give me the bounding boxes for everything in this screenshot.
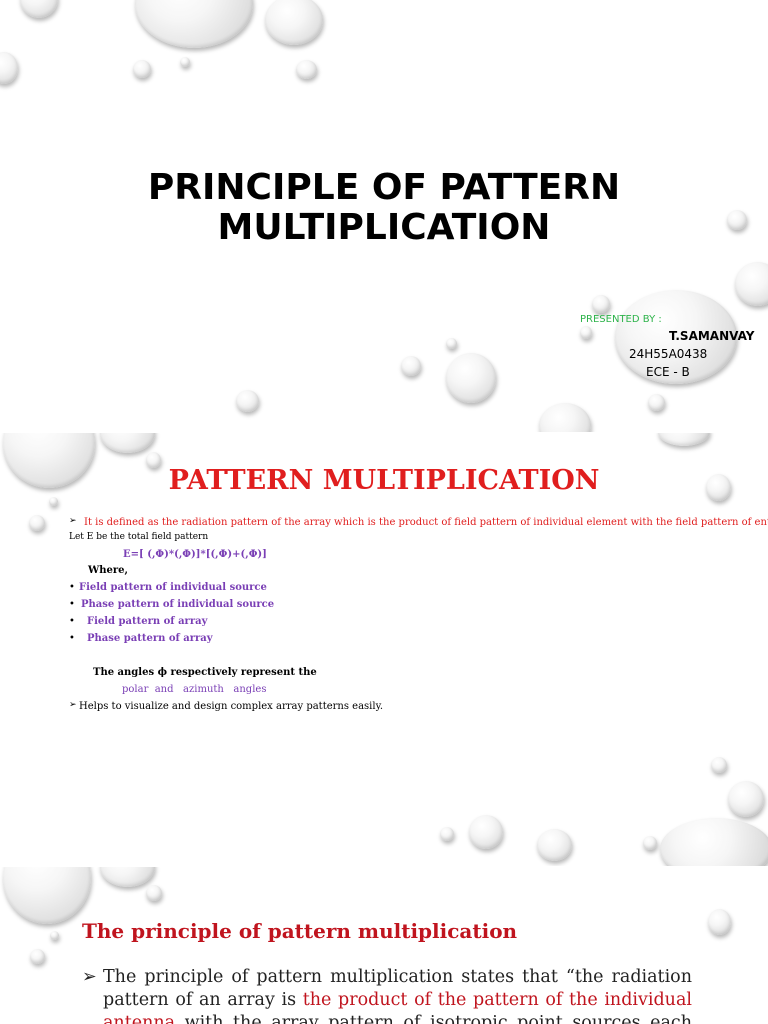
water-drop [643,836,657,850]
list-bullet: • [69,633,75,644]
water-drop [706,474,731,501]
helps-text: Helps to visualize and design complex ar… [79,701,384,712]
water-drop [146,885,162,901]
water-drop [580,326,592,339]
water-drop [728,781,764,817]
water-drop [708,909,731,935]
title-slide: PRINCIPLE OF PATTERN MULTIPLICATION PRES… [0,0,768,432]
list-bullet: • [69,582,75,593]
page-title: PRINCIPLE OF PATTERN MULTIPLICATION [0,168,768,248]
arrow-bullet: ➢ [82,967,97,987]
water-drop [0,52,18,84]
water-drop [401,356,421,376]
water-drop [440,827,454,841]
principle-text: The principle of pattern multiplication … [103,966,692,1024]
equation: E=[ (,Φ)*(,Φ)]*[(,Φ)+(,Φ)] [123,549,267,560]
list-item: Phase pattern of individual source [81,599,275,610]
list-bullet: • [69,616,75,627]
presenter-roll: 24H55A0438 [629,347,708,361]
water-drop [446,353,496,403]
where-label: Where, [88,565,128,576]
water-drop [3,867,91,924]
water-drop [29,515,45,531]
water-drop [133,60,151,78]
slide-title: PATTERN MULTIPLICATION [168,465,600,496]
definition-text: It is defined as the radiation pattern o… [84,517,768,528]
list-item: Field pattern of array [87,616,208,627]
list-item: Field pattern of individual source [79,582,267,593]
presented-by-label: PRESENTED BY : [580,314,662,325]
water-drop [592,295,610,313]
text-highlight: the product of the pattern of the indivi… [103,990,692,1024]
slide-title: The principle of pattern multiplication [82,919,518,943]
presenter-section: ECE - B [646,365,690,379]
water-drop [727,210,747,230]
water-drop [539,403,591,432]
water-drop [537,829,572,861]
total-field-text: Let E be the total field pattern [69,532,209,542]
arrow-bullet: ➢ [69,516,77,526]
water-drop [615,290,737,384]
water-drop [100,867,155,887]
text-start: The principle of pattern multiplication … [103,967,692,1010]
water-drop [296,60,317,79]
content-slide: PATTERN MULTIPLICATION ➢ It is defined a… [0,433,768,866]
principle-paragraph: ➢ The principle of pattern multiplicatio… [82,966,692,1024]
principle-slide: The principle of pattern multiplication … [0,867,768,1024]
list-item: Phase pattern of array [87,633,213,644]
water-drop [30,949,45,964]
water-drop [735,262,768,306]
presenter-name: T.SAMANVAY [669,329,755,343]
title-line: PRINCIPLE OF PATTERN [147,167,621,208]
arrow-bullet: ➢ [69,700,77,710]
water-drop [469,815,503,849]
text-end: with the array pattern of isotropic poin… [184,1013,692,1024]
water-drop [711,757,727,773]
water-drop [265,0,323,45]
angle-names: polar and azimuth angles [122,684,267,695]
title-line: MULTIPLICATION [217,207,551,248]
angles-text: The angles ϕ respectively represent the [93,667,317,678]
water-drop [660,818,768,866]
water-drop [135,0,253,48]
water-drop [100,433,155,453]
water-drop [446,338,457,349]
water-drop [236,390,259,412]
water-drop [20,0,58,18]
water-drop [180,57,190,67]
list-bullet: • [69,599,75,610]
water-drop [49,497,58,506]
water-drop [648,394,665,411]
water-drop [658,433,710,446]
water-drop [146,452,161,468]
water-drop [50,931,59,940]
